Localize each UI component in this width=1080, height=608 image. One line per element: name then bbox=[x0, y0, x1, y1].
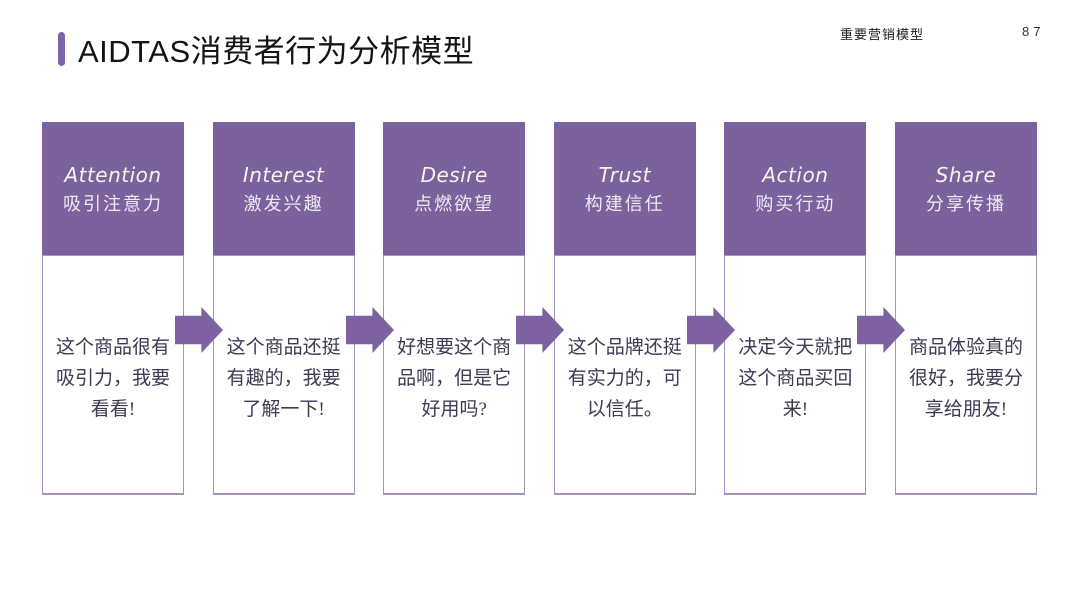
stage-name-en: Trust bbox=[598, 162, 651, 187]
stage-description: 这个品牌还挺有实力的，可以信任。 bbox=[567, 337, 682, 420]
stage-card-interest: Interest 激发兴趣 这个商品还挺有趣的，我要了解一下! bbox=[212, 122, 355, 497]
header-right-label: 重要营销模型 bbox=[840, 27, 925, 42]
stage-card-share: Share 分享传播 商品体验真的很好，我要分享给朋友! bbox=[894, 122, 1037, 497]
stage-card-attention: Attention 吸引注意力 这个商品很有吸引力，我要看看! bbox=[42, 122, 184, 497]
stage-body: 这个商品还挺有趣的，我要了解一下! bbox=[212, 255, 355, 495]
stage-body: 这个品牌还挺有实力的，可以信任。 bbox=[553, 255, 696, 495]
stage-name-en: Desire bbox=[420, 162, 488, 187]
stage-name-zh: 购买行动 bbox=[755, 193, 836, 214]
stage-description: 好想要这个商品啊，但是它好用吗? bbox=[397, 337, 512, 420]
page-title: AIDTAS消费者行为分析模型 bbox=[78, 34, 475, 69]
stage-header: Desire 点燃欲望 bbox=[383, 122, 526, 255]
stage-header: Interest 激发兴趣 bbox=[212, 122, 355, 255]
stage-body: 好想要这个商品啊，但是它好用吗? bbox=[383, 255, 526, 495]
stage-header: Action 购买行动 bbox=[724, 122, 867, 255]
page-number: 87 bbox=[1022, 24, 1045, 39]
flow-diagram: Attention 吸引注意力 这个商品很有吸引力，我要看看! Interest… bbox=[42, 122, 1037, 497]
stage-header: Share 分享传播 bbox=[894, 122, 1037, 255]
stage-name-en: Interest bbox=[242, 162, 325, 187]
stage-card-trust: Trust 构建信任 这个品牌还挺有实力的，可以信任。 bbox=[553, 122, 696, 497]
stage-name-zh: 激发兴趣 bbox=[243, 193, 324, 214]
stage-name-zh: 分享传播 bbox=[925, 193, 1006, 214]
slide-title-row: AIDTAS消费者行为分析模型 bbox=[58, 26, 474, 71]
stage-description: 这个商品很有吸引力，我要看看! bbox=[55, 337, 170, 420]
stage-card-desire: Desire 点燃欲望 好想要这个商品啊，但是它好用吗? bbox=[383, 122, 526, 497]
stage-name-zh: 点燃欲望 bbox=[414, 193, 495, 214]
stage-name-zh: 构建信任 bbox=[584, 193, 665, 214]
stage-name-en: Share bbox=[935, 162, 997, 187]
stage-description: 决定今天就把这个商品买回来! bbox=[738, 337, 853, 420]
stage-body: 商品体验真的很好，我要分享给朋友! bbox=[894, 255, 1037, 495]
stage-header: Trust 构建信任 bbox=[553, 122, 696, 255]
stage-name-en: Attention bbox=[64, 162, 162, 187]
stage-description: 这个商品还挺有趣的，我要了解一下! bbox=[226, 337, 341, 420]
stage-body: 这个商品很有吸引力，我要看看! bbox=[42, 255, 184, 495]
stage-name-en: Action bbox=[762, 162, 829, 187]
stage-header: Attention 吸引注意力 bbox=[42, 122, 184, 255]
stage-name-zh: 吸引注意力 bbox=[63, 193, 163, 214]
title-accent-bar bbox=[58, 31, 65, 66]
stage-body: 决定今天就把这个商品买回来! bbox=[724, 255, 867, 495]
stage-description: 商品体验真的很好，我要分享给朋友! bbox=[908, 337, 1023, 420]
stage-card-action: Action 购买行动 决定今天就把这个商品买回来! bbox=[724, 122, 867, 497]
